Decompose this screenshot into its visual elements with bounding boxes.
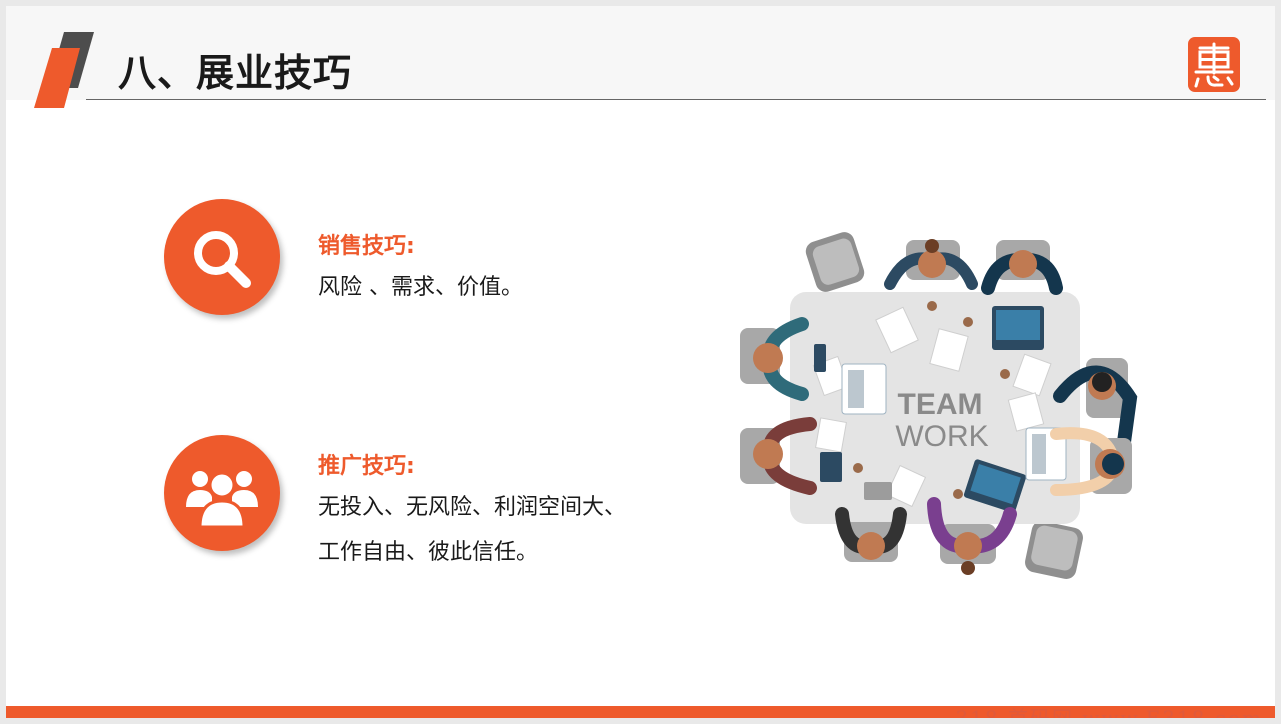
promotion-skills-text: 无投入、无风险、利润空间大、 工作自由、彼此信任。 <box>318 485 718 575</box>
person <box>981 240 1063 295</box>
promotion-skills-line-2: 工作自由、彼此信任。 <box>318 540 539 565</box>
coffee-cups <box>853 301 1010 499</box>
person <box>884 239 978 290</box>
title-decoration <box>34 32 94 108</box>
person <box>1053 358 1138 449</box>
work-label: WORK <box>895 420 988 453</box>
empty-chair <box>1025 521 1083 579</box>
person <box>927 497 1017 575</box>
header-divider <box>86 99 1266 100</box>
person <box>740 317 809 401</box>
sales-skills-text: 风险 、需求、价值。 <box>318 265 718 310</box>
person <box>835 507 907 562</box>
sales-skills-line: 风险 、需求、价值。 <box>318 275 523 300</box>
search-circle <box>164 199 280 315</box>
footer-bar <box>6 706 1275 718</box>
search-icon <box>194 231 251 288</box>
watermark: 318 首码网 www.E318.com <box>955 706 1263 718</box>
people-icon <box>186 471 258 529</box>
sales-skills-title: 销售技巧: <box>318 234 415 259</box>
empty-chair <box>805 232 865 292</box>
person <box>1050 427 1132 496</box>
person <box>740 417 817 495</box>
teamwork-illustration: TEAM WORK <box>740 232 1138 579</box>
promotion-skills-title: 推广技巧: <box>318 454 415 479</box>
page-title: 八、展业技巧 <box>118 51 353 95</box>
papers <box>812 306 1052 508</box>
brand-logo <box>1188 37 1240 92</box>
brand-logo-glyph <box>1194 42 1234 88</box>
team-label: TEAM <box>898 388 983 421</box>
laptops <box>814 306 1067 513</box>
header-band <box>6 6 1275 100</box>
people-circle <box>164 435 280 551</box>
slide: 八、展业技巧 销售技巧: 风险 、需求、价值。 <box>6 6 1275 718</box>
promotion-skills-line-1: 无投入、无风险、利润空间大、 <box>318 495 627 520</box>
